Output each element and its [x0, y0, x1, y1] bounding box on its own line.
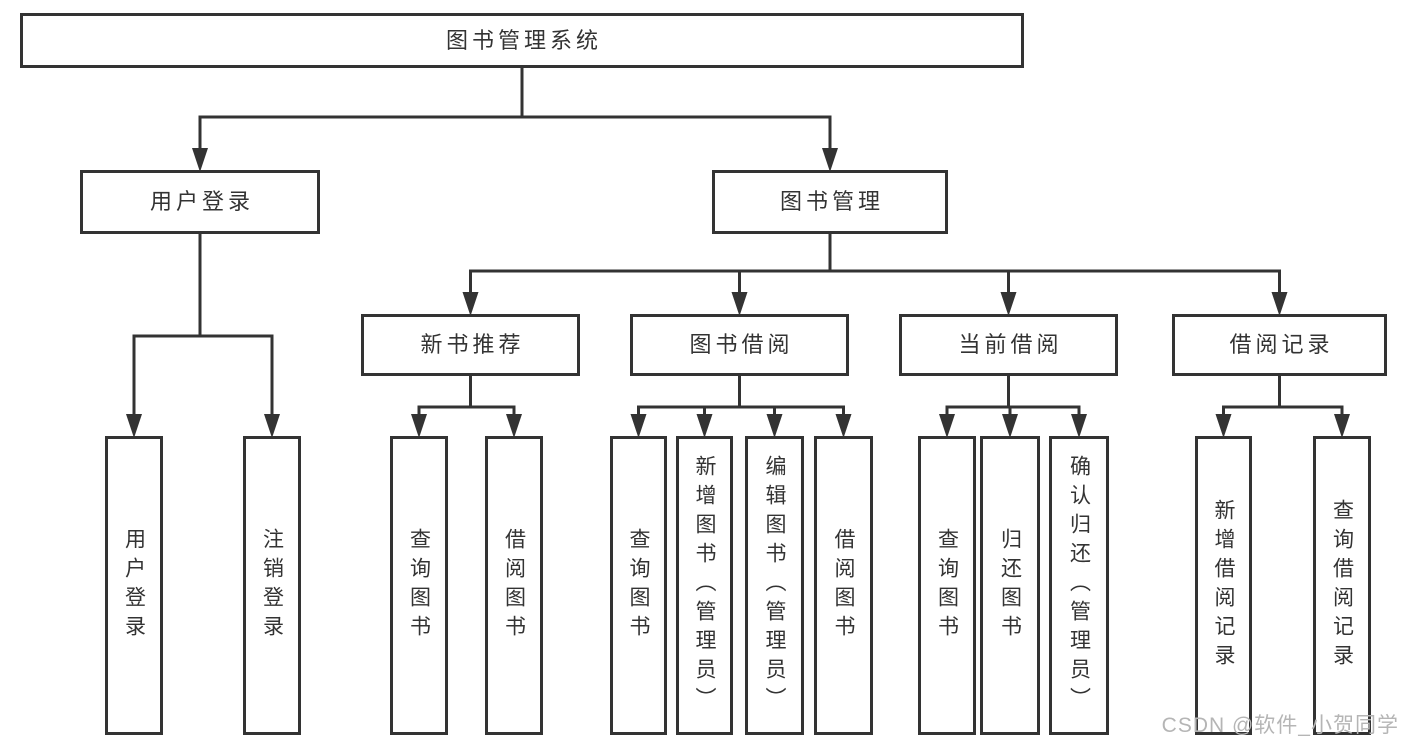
- watermark: CSDN @软件_小贺同学: [1161, 714, 1399, 737]
- node-logout-action: 注销登录: [243, 436, 301, 735]
- node-return-books: 归还图书: [980, 436, 1040, 735]
- arrowhead-user-login: [192, 148, 208, 172]
- arrowhead-current-borrowing: [1000, 292, 1017, 316]
- node-query-books-borrowing: 查询图书: [610, 436, 667, 735]
- node-label-borrowing-records: 借阅记录: [1229, 332, 1334, 357]
- arrowhead-confirm-return-admin: [1071, 414, 1087, 438]
- node-label-new-book-recommend: 新书推荐: [420, 332, 525, 357]
- node-label-query-books-current: 查询图书: [935, 527, 959, 644]
- node-borrow-books-recommend: 借阅图书: [485, 436, 543, 735]
- node-borrowing-records: 借阅记录: [1172, 314, 1387, 376]
- connector-borrowing-records: [1222, 374, 1344, 420]
- node-label-user-login-action: 用户登录: [122, 527, 146, 644]
- node-query-books-recommend: 查询图书: [390, 436, 448, 735]
- connector-user-login: [132, 232, 274, 420]
- arrowhead-query-books-recommend: [411, 414, 427, 438]
- arrowhead-query-books-current: [939, 414, 955, 438]
- node-library-system: 图书管理系统: [20, 13, 1024, 68]
- node-new-book-recommend: 新书推荐: [361, 314, 580, 376]
- node-label-logout-action: 注销登录: [260, 527, 284, 644]
- connector-book-borrowing: [637, 374, 845, 420]
- node-label-add-books-admin: 新增图书（管理员）: [693, 455, 716, 716]
- node-query-borrow-record: 查询借阅记录: [1313, 436, 1371, 735]
- node-label-library-system: 图书管理系统: [445, 27, 602, 53]
- node-label-query-borrow-record: 查询借阅记录: [1330, 498, 1354, 673]
- arrowhead-borrow-books-recommend: [506, 414, 522, 438]
- arrowhead-edit-books-admin: [766, 414, 783, 438]
- node-label-borrow-books-recommend: 借阅图书: [502, 527, 526, 644]
- arrowhead-add-books-admin: [696, 414, 713, 438]
- node-confirm-return-admin: 确认归还（管理员）: [1049, 436, 1109, 735]
- node-add-books-admin: 新增图书（管理员）: [676, 436, 733, 735]
- node-label-borrow-books-borrowing: 借阅图书: [832, 527, 855, 644]
- node-label-book-borrowing: 图书借阅: [689, 332, 794, 357]
- arrowhead-query-borrow-record: [1334, 414, 1350, 438]
- arrowhead-borrow-books-borrowing: [835, 414, 852, 438]
- node-label-confirm-return-admin: 确认归还（管理员）: [1067, 455, 1091, 716]
- arrowhead-new-book-recommend: [462, 292, 479, 316]
- arrowhead-add-borrow-record: [1215, 414, 1232, 438]
- connector-current-borrowing: [945, 374, 1081, 420]
- arrowhead-borrowing-records: [1271, 292, 1288, 316]
- node-label-book-management: 图书管理: [779, 189, 884, 214]
- node-book-management: 图书管理: [712, 170, 948, 234]
- node-label-query-books-borrowing: 查询图书: [627, 527, 650, 644]
- connector-library-system: [198, 66, 832, 154]
- node-user-login-action: 用户登录: [105, 436, 163, 735]
- node-label-return-books: 归还图书: [998, 527, 1022, 644]
- arrowhead-query-books-borrowing: [630, 414, 647, 438]
- node-edit-books-admin: 编辑图书（管理员）: [745, 436, 804, 735]
- arrowhead-book-management: [822, 148, 838, 172]
- node-label-current-borrowing: 当前借阅: [958, 332, 1063, 357]
- node-label-query-books-recommend: 查询图书: [407, 527, 431, 644]
- node-book-borrowing: 图书借阅: [630, 314, 849, 376]
- node-query-books-current: 查询图书: [918, 436, 976, 735]
- arrowhead-return-books: [1002, 414, 1018, 438]
- arrowhead-book-borrowing: [731, 292, 748, 316]
- node-label-add-borrow-record: 新增借阅记录: [1212, 498, 1235, 673]
- node-current-borrowing: 当前借阅: [899, 314, 1118, 376]
- arrowhead-logout-action: [264, 414, 280, 438]
- arrowhead-user-login-action: [126, 414, 142, 438]
- connector-book-management: [469, 232, 1281, 298]
- connector-new-book-recommend: [417, 374, 516, 420]
- node-add-borrow-record: 新增借阅记录: [1195, 436, 1252, 735]
- node-label-user-login: 用户登录: [149, 189, 254, 214]
- node-borrow-books-borrowing: 借阅图书: [814, 436, 873, 735]
- node-label-edit-books-admin: 编辑图书（管理员）: [763, 455, 786, 716]
- node-user-login: 用户登录: [80, 170, 320, 234]
